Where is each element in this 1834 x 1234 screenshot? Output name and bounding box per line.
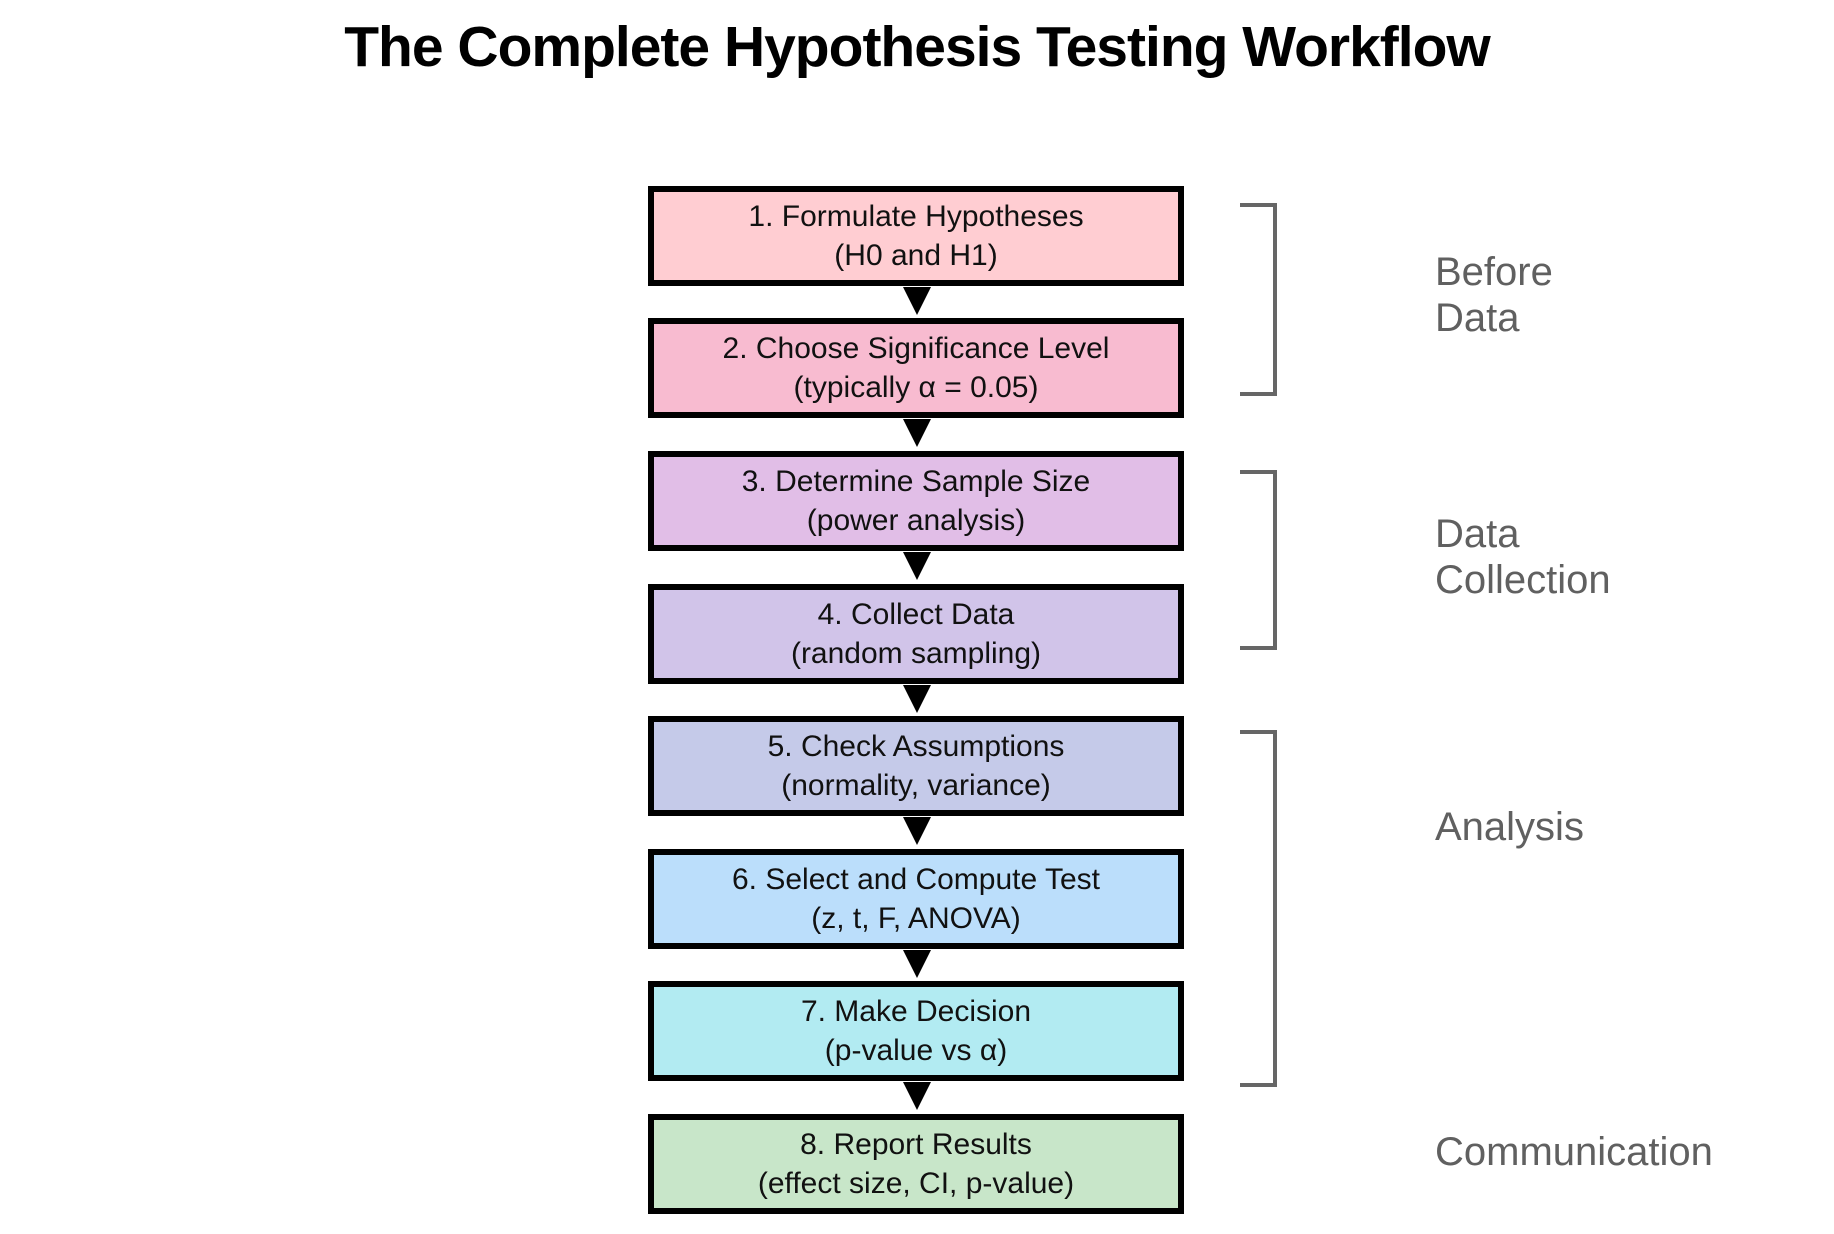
step-box-6: 6. Select and Compute Test (z, t, F, ANO… [648, 849, 1184, 949]
step-subtitle: (random sampling) [790, 637, 1042, 670]
phase-label-analysis: Analysis [1435, 805, 1584, 849]
step-box-1: 1. Formulate Hypotheses (H0 and H1) [648, 186, 1184, 286]
step-title: 7. Make Decision [800, 995, 1032, 1028]
down-arrow-icon [903, 950, 931, 978]
down-arrow-icon [903, 817, 931, 845]
step-title: 4. Collect Data [817, 598, 1015, 631]
step-box-7: 7. Make Decision (p-value vs α) [648, 981, 1184, 1081]
step-subtitle: (normality, variance) [781, 769, 1051, 802]
down-arrow-icon [903, 685, 931, 713]
down-arrow-icon [903, 1082, 931, 1110]
page-title: The Complete Hypothesis Testing Workflow [344, 15, 1491, 79]
step-subtitle: (typically α = 0.05) [793, 371, 1039, 404]
down-arrow-icon [903, 552, 931, 580]
step-title: 6. Select and Compute Test [732, 863, 1100, 896]
phase-label-data-collection: Data Collection [1435, 512, 1611, 602]
step-box-5: 5. Check Assumptions (normality, varianc… [648, 716, 1184, 816]
down-arrow-icon [903, 287, 931, 315]
phase-bracket-analysis [1240, 730, 1277, 1087]
step-title: 3. Determine Sample Size [741, 465, 1091, 498]
step-subtitle: (p-value vs α) [824, 1034, 1008, 1067]
step-box-8: 8. Report Results (effect size, CI, p-va… [648, 1114, 1184, 1214]
step-box-4: 4. Collect Data (random sampling) [648, 584, 1184, 684]
phase-label-before-data: Before Data [1435, 250, 1553, 340]
step-subtitle: (z, t, F, ANOVA) [811, 902, 1021, 935]
step-title: 1. Formulate Hypotheses [748, 200, 1084, 233]
step-subtitle: (effect size, CI, p-value) [757, 1167, 1075, 1200]
phase-label-communication: Communication [1435, 1130, 1713, 1174]
phase-bracket-data-collection [1240, 470, 1277, 650]
step-title: 2. Choose Significance Level [722, 332, 1110, 365]
step-subtitle: (power analysis) [806, 504, 1026, 537]
step-title: 8. Report Results [800, 1128, 1032, 1161]
phase-bracket-before-data [1240, 203, 1277, 396]
step-title: 5. Check Assumptions [767, 730, 1065, 763]
down-arrow-icon [903, 419, 931, 447]
step-box-2: 2. Choose Significance Level (typically … [648, 318, 1184, 418]
step-box-3: 3. Determine Sample Size (power analysis… [648, 451, 1184, 551]
step-subtitle: (H0 and H1) [834, 239, 998, 272]
